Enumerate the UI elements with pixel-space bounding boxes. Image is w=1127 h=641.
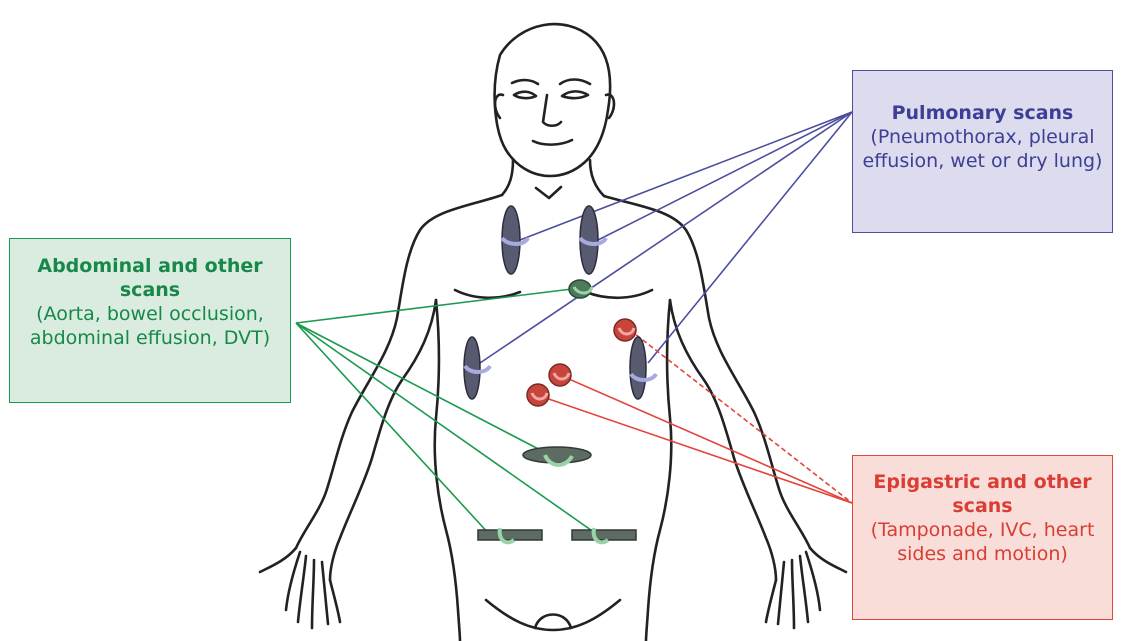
pulmonary-scans-title: Pulmonary scans bbox=[853, 101, 1112, 125]
pulmonary-scans-description: (Pneumothorax, pleural effusion, wet or … bbox=[853, 125, 1112, 173]
abdominal-scans-callout: Abdominal and other scans (Aorta, bowel … bbox=[9, 238, 291, 403]
pulmonary-connector-lines bbox=[480, 112, 852, 363]
pulmonary-scans-callout: Pulmonary scans (Pneumothorax, pleural e… bbox=[852, 70, 1113, 233]
epigastric-scans-callout: Epigastric and other scans (Tamponade, I… bbox=[852, 455, 1113, 620]
epigastric-scans-description: (Tamponade, IVC, heart sides and motion) bbox=[853, 518, 1112, 566]
probe-pulmonary-3 bbox=[464, 337, 490, 399]
probe-abdominal-4 bbox=[572, 528, 636, 542]
human-body-outline-icon bbox=[260, 24, 846, 641]
probe-abdominal-3 bbox=[478, 528, 542, 542]
abdominal-connector-lines bbox=[296, 288, 598, 535]
abdominal-scans-description: (Aorta, bowel occlusion, abdominal effus… bbox=[10, 302, 290, 350]
abdominal-scans-title: Abdominal and other scans bbox=[10, 254, 290, 302]
epigastric-scans-title: Epigastric and other scans bbox=[853, 470, 1112, 518]
probe-abdominal-1 bbox=[569, 280, 592, 298]
probe-epigastric-1 bbox=[614, 319, 636, 341]
probe-abdominal-2 bbox=[523, 447, 591, 465]
epigastric-connector-lines bbox=[540, 330, 852, 503]
probe-pulmonary-2 bbox=[580, 206, 606, 274]
probe-epigastric-2 bbox=[549, 364, 571, 386]
probe-pulmonary-1 bbox=[502, 206, 528, 274]
probe-epigastric-3 bbox=[527, 384, 549, 406]
